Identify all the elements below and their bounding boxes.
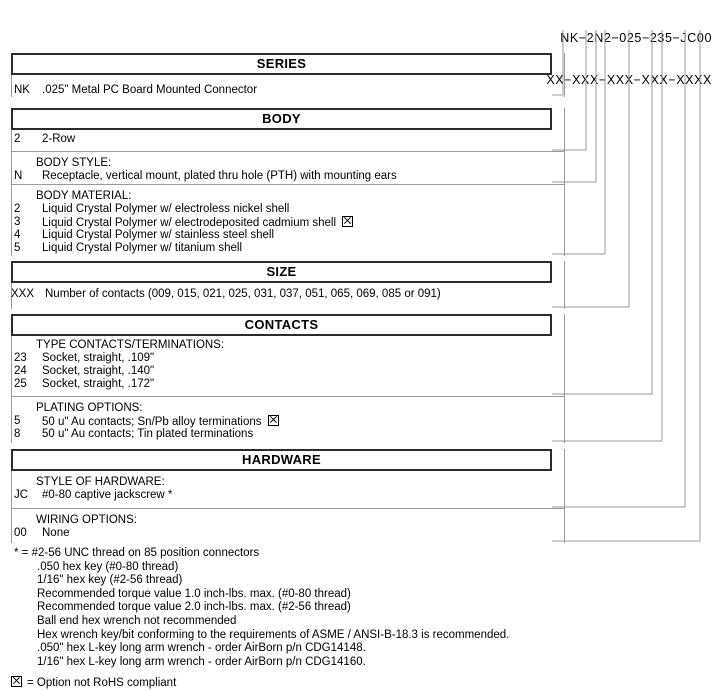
rohs-legend-text: = Option not RoHS compliant — [27, 677, 177, 689]
row-desc: Liquid Crystal Polymer w/ titanium shell — [42, 242, 243, 254]
divider-body-material — [11, 184, 565, 185]
row-desc: None — [42, 527, 70, 539]
divider-wiring-options — [11, 508, 565, 509]
footnote-line: Recommended torque value 2.0 inch-lbs. m… — [37, 601, 351, 614]
row-code: 00 — [14, 527, 27, 539]
row-desc: .025" Metal PC Board Mounted Connector — [42, 84, 258, 96]
row-code: 2 — [14, 203, 21, 215]
row-desc: Socket, straight, .172" — [42, 378, 155, 390]
footnote-line: Recommended torque value 1.0 inch-lbs. m… — [37, 587, 351, 600]
row-code: XXX — [11, 288, 35, 300]
row-desc: Liquid Crystal Polymer w/ electroless ni… — [42, 203, 290, 215]
row-desc: Receptacle, vertical mount, plated thru … — [42, 170, 397, 182]
group-title-wiring-options: WIRING OPTIONS: — [36, 514, 137, 526]
row-desc: 50 u" Au contacts; Tin plated terminatio… — [42, 428, 254, 440]
section-outline-hardware — [11, 449, 565, 543]
not-rohs-icon — [342, 216, 354, 227]
row-code: N — [14, 170, 23, 182]
row-desc: #0-80 captive jackscrew * — [42, 489, 173, 501]
not-rohs-icon — [267, 415, 279, 426]
section-outline-contacts — [11, 314, 565, 443]
section-header-series: SERIES — [11, 53, 552, 75]
row-desc: Number of contacts (009, 015, 021, 025, … — [45, 288, 441, 300]
footnote-line: 1/16" hex key (#2-56 thread) — [37, 574, 183, 587]
row-code: 4 — [14, 229, 21, 241]
divider-plating-options — [11, 396, 565, 397]
footnote-line: Hex wrench key/bit conforming to the req… — [37, 628, 510, 641]
footnote-line: .050 hex key (#0-80 thread) — [37, 560, 179, 573]
section-header-hardware: HARDWARE — [11, 449, 552, 471]
row-desc: Socket, straight, .140" — [42, 365, 155, 377]
row-code: 24 — [14, 365, 27, 377]
group-title-style-of-hardware: STYLE OF HARDWARE: — [36, 476, 165, 488]
section-header-body: BODY — [11, 108, 552, 130]
footnote-line: 1/16" hex L-key long arm wrench - order … — [37, 655, 366, 668]
section-outline-size — [11, 261, 565, 309]
rohs-legend: = Option not RoHS compliant — [11, 676, 176, 690]
row-code: 3 — [14, 216, 21, 228]
row-code: JC — [14, 489, 29, 501]
section-header-contacts: CONTACTS — [11, 314, 552, 336]
divider-body-style — [11, 151, 565, 152]
row-code: NK — [14, 84, 30, 96]
row-code: 5 — [14, 242, 21, 254]
section-header-size: SIZE — [11, 261, 552, 283]
row-desc: Liquid Crystal Polymer w/ stainless stee… — [42, 229, 275, 241]
row-code: 25 — [14, 378, 27, 390]
group-title-body-material: BODY MATERIAL: — [36, 190, 132, 202]
section-outline-body — [11, 108, 565, 256]
row-code: 2 — [14, 133, 21, 145]
row-code: 8 — [14, 428, 21, 440]
group-title-body-style: BODY STYLE: — [36, 157, 112, 169]
row-desc: Liquid Crystal Polymer w/ electrodeposit… — [42, 216, 354, 230]
section-outline-series — [11, 53, 565, 97]
group-title-type-contacts: TYPE CONTACTS/TERMINATIONS: — [36, 339, 225, 351]
row-code: 23 — [14, 352, 27, 364]
footnote-line: .050" hex L-key long arm wrench - order … — [37, 642, 366, 655]
part-number-example: NK−2N2−025−235−JC00 — [560, 31, 712, 45]
row-code: 5 — [14, 415, 21, 427]
footnote-line: * = #2-56 UNC thread on 85 position conn… — [14, 547, 260, 559]
row-desc: 50 u" Au contacts; Sn/Pb alloy terminati… — [42, 415, 279, 429]
row-desc: Socket, straight, .109" — [42, 352, 155, 364]
group-title-plating-options: PLATING OPTIONS: — [36, 402, 143, 414]
row-desc: 2-Row — [42, 133, 76, 145]
not-rohs-icon — [11, 676, 22, 687]
footnotes: * = #2-56 UNC thread on 85 position conn… — [14, 547, 509, 669]
footnote-line: Ball end hex wrench not recommended — [37, 614, 237, 627]
